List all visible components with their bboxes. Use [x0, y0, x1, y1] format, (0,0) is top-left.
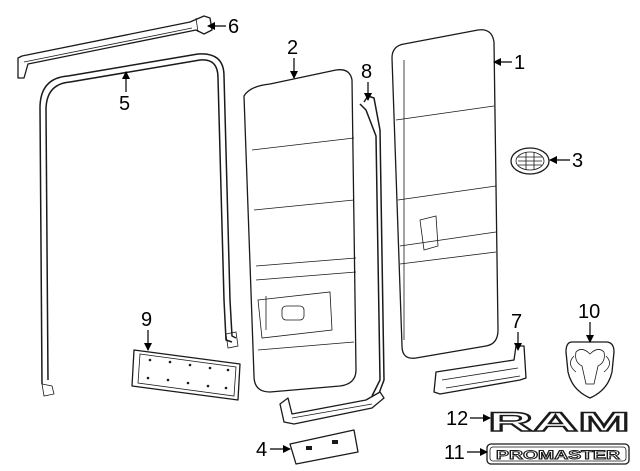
callout-5-label: 5	[119, 93, 130, 115]
callout-9-label: 9	[141, 309, 152, 331]
vertical-door-seal-part	[359, 95, 385, 397]
callout-6-label: 6	[228, 16, 239, 38]
upper-trim-strip-part	[17, 15, 213, 79]
callout-12-label: 12	[446, 408, 468, 430]
ram-nameplate-part: RAM	[487, 406, 630, 437]
ram-head-emblem-part	[565, 341, 615, 399]
small-plate-part	[289, 429, 359, 465]
callout-3-label: 3	[572, 150, 583, 172]
sill-strip-part	[433, 345, 527, 395]
lower-seal-bracket-part	[279, 391, 385, 425]
callout-2-label: 2	[287, 37, 298, 59]
callout-10-label: 10	[578, 301, 600, 323]
right-rear-door-part	[391, 29, 499, 359]
callout-11-label: 11	[444, 442, 465, 464]
lower-trim-panel-part	[131, 349, 241, 401]
callout-7-label: 7	[511, 311, 522, 333]
callout-8-label: 8	[361, 61, 372, 83]
callout-leaders	[122, 22, 594, 456]
door-weatherstrip-part	[39, 53, 239, 397]
callout-1-label: 1	[514, 52, 525, 74]
callout-labels: 1 2 3 4 5 6 7 8 9 10 11 12	[119, 16, 600, 464]
ram-nameplate-text: RAM	[488, 407, 630, 437]
promaster-nameplate-text: PROMASTER	[496, 448, 621, 462]
left-rear-door-part	[243, 69, 357, 393]
promaster-nameplate-part: PROMASTER	[486, 443, 630, 465]
callout-4-label: 4	[256, 439, 267, 461]
oval-vent-part	[510, 147, 550, 175]
